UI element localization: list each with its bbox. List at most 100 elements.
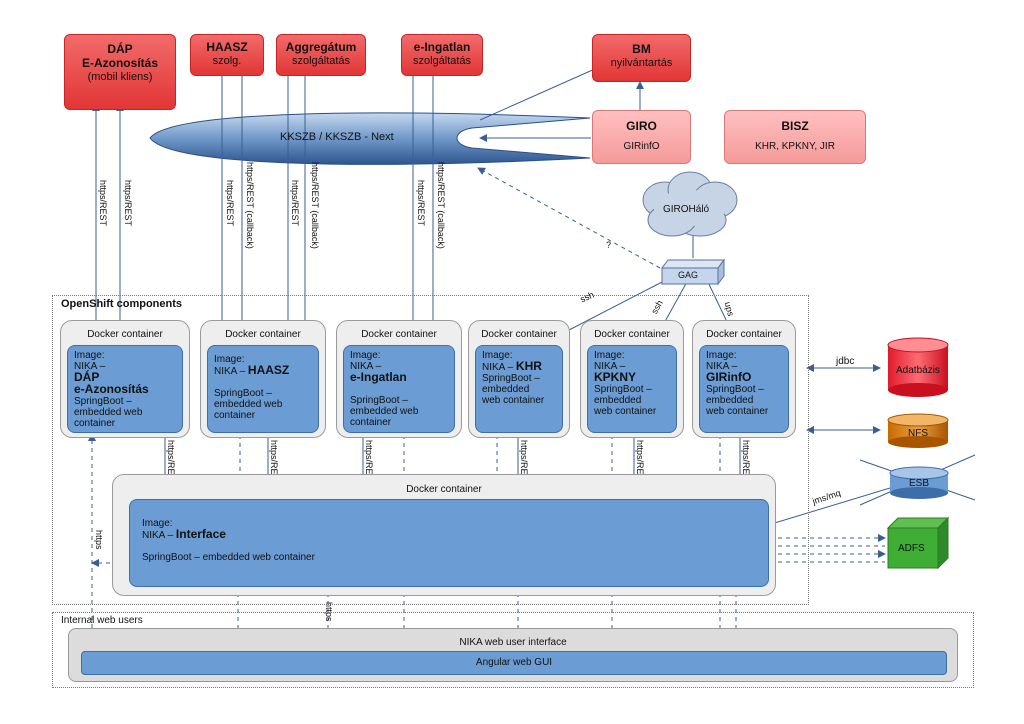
gag-box-shape <box>661 258 725 286</box>
image-eingatlan: Image: NIKA – e-Ingatlan SpringBoot – em… <box>343 345 455 433</box>
gag-label: GAG <box>678 270 699 280</box>
image-desc-2: embedded <box>594 395 642 406</box>
image-prefix: NIKA – <box>482 362 514 373</box>
web-ui-container: NIKA web user interface Angular web GUI <box>68 628 958 682</box>
openshift-frame: OpenShift components <box>52 295 809 605</box>
image-dap: Image: NIKA – DÁP e-Azonosítás SpringBoo… <box>67 345 183 433</box>
link-label-haasz-1: https/REST <box>225 180 235 227</box>
eingatlan-title: e-Ingatlan <box>413 40 471 54</box>
link-label-eing-1: https/REST <box>416 180 426 227</box>
image-label: Image: <box>706 350 737 361</box>
docker-container-eingatlan: Docker container Image: NIKA – e-Ingatla… <box>336 320 462 438</box>
image-title: KHR <box>515 359 542 373</box>
docker-container-interface: Docker container Image: NIKA – Interface… <box>112 474 776 596</box>
image-title-2: e-Azonosítás <box>74 382 149 396</box>
docker-label: Docker container <box>406 484 482 495</box>
docker-label: Docker container <box>361 329 437 340</box>
image-label: Image: <box>74 350 105 361</box>
dap-subtitle: E-Azonosítás <box>81 56 158 70</box>
dap-client: (mobil kliens) <box>87 71 153 83</box>
image-prefix: NIKA – <box>74 361 106 372</box>
nfs-label: NFS <box>908 428 928 439</box>
girohalo-label: GIROHáló <box>663 204 710 215</box>
giro-title: GIRO <box>626 119 657 133</box>
openshift-title: OpenShift components <box>61 298 182 310</box>
image-desc-3: web container <box>706 406 769 417</box>
image-prefix: NIKA – <box>350 361 382 372</box>
aggregatum-subtitle: szolgáltatás <box>291 55 351 67</box>
docker-container-kpkny: Docker container Image: NIKA – KPKNY Spr… <box>580 320 684 438</box>
docker-label: Docker container <box>87 329 163 340</box>
eingatlan-subtitle: szolgáltatás <box>412 55 472 67</box>
image-desc-3: container <box>350 417 392 428</box>
link-label-dap-2: https/REST <box>123 180 133 227</box>
interface-prefix: NIKA – <box>142 530 174 541</box>
interface-desc: SpringBoot – embedded web container <box>142 552 315 563</box>
haasz-service-box: HAASZ szolg. <box>190 34 264 76</box>
image-desc-2: embedded web <box>74 407 143 418</box>
girohalo-cloud-shape <box>642 171 738 237</box>
esb-hub <box>859 454 976 506</box>
image-title: HAASZ <box>247 363 290 377</box>
kkszb-label: KKSZB / KKSZB - Next <box>280 131 394 143</box>
image-label: Image: <box>482 350 513 361</box>
image-desc-1: SpringBoot – <box>482 373 540 384</box>
image-desc-2: embedded web <box>214 399 283 410</box>
kkszb-bus-shape <box>149 112 591 165</box>
giro-box: GIRO GIRinfO <box>592 110 691 164</box>
docker-label: Docker container <box>481 329 557 340</box>
image-haasz: Image: NIKA – HAASZ SpringBoot – embedde… <box>207 345 319 433</box>
image-khr: Image: NIKA – KHR SpringBoot – embedded … <box>475 345 563 433</box>
image-desc-2: embedded web <box>350 406 419 417</box>
bm-service-box: BM nyilvántartás <box>592 34 691 82</box>
image-desc-3: container <box>74 418 116 429</box>
adfs-label: ADFS <box>898 543 925 554</box>
image-title: GIRinfO <box>706 370 752 384</box>
jdbc-label: jdbc <box>836 356 855 367</box>
database-label: Adatbázis <box>896 365 940 376</box>
image-desc-1: SpringBoot – <box>594 384 652 395</box>
dap-title: DÁP <box>107 42 133 56</box>
docker-container-dap: Docker container Image: NIKA – DÁP e-Azo… <box>60 320 190 438</box>
image-desc-1: SpringBoot – <box>350 395 408 406</box>
image-desc-1: SpringBoot – <box>214 388 272 399</box>
image-kpkny: Image: NIKA – KPKNY SpringBoot – embedde… <box>587 345 677 433</box>
image-desc-1: SpringBoot – <box>706 384 764 395</box>
link-label-haasz-2: https/REST (callback) <box>245 162 255 249</box>
image-prefix: NIKA – <box>214 366 246 377</box>
image-desc-2: embedded <box>482 384 530 395</box>
interface-title: Interface <box>175 527 226 541</box>
nfs-cylinder <box>887 413 949 448</box>
image-desc-2: embedded <box>706 395 754 406</box>
dap-service-box: DÁP E-Azonosítás (mobil kliens) <box>64 34 176 110</box>
esb-label: ESB <box>909 478 930 489</box>
link-label-eing-2: https/REST (callback) <box>436 162 446 249</box>
eingatlan-service-box: e-Ingatlan szolgáltatás <box>401 34 483 76</box>
image-girinfo: Image: NIKA – GIRinfO SpringBoot – embed… <box>699 345 789 433</box>
image-label: Image: <box>594 350 625 361</box>
image-desc-3: web container <box>594 406 657 417</box>
image-title: DÁP <box>74 370 100 384</box>
haasz-title: HAASZ <box>206 40 248 54</box>
aggregatum-service-box: Aggregátum szolgáltatás <box>276 34 366 76</box>
docker-label: Docker container <box>225 329 301 340</box>
adfs-box-shape <box>886 516 950 570</box>
internal-users-frame: Internal web users <box>52 612 974 688</box>
link-label-aggr-1: https/REST <box>290 180 300 227</box>
aggregatum-title: Aggregátum <box>285 40 357 54</box>
link-label-dap-1: https/REST <box>98 180 108 227</box>
bm-subtitle: nyilvántartás <box>610 57 673 69</box>
image-prefix: NIKA – <box>594 361 626 372</box>
image-prefix: NIKA – <box>706 361 738 372</box>
image-title: e-Ingatlan <box>350 370 407 384</box>
image-label: Image: <box>214 354 245 365</box>
database-cylinder <box>887 337 949 397</box>
docker-container-haasz: Docker container Image: NIKA – HAASZ Spr… <box>200 320 326 438</box>
giro-subtitle: GIRinfO <box>623 141 660 152</box>
haasz-subtitle: szolg. <box>212 55 242 67</box>
internal-users-title: Internal web users <box>61 615 143 626</box>
interface-image-label: Image: <box>142 518 173 529</box>
docker-container-girinfo: Docker container Image: NIKA – GIRinfO S… <box>692 320 796 438</box>
docker-label: Docker container <box>706 329 782 340</box>
